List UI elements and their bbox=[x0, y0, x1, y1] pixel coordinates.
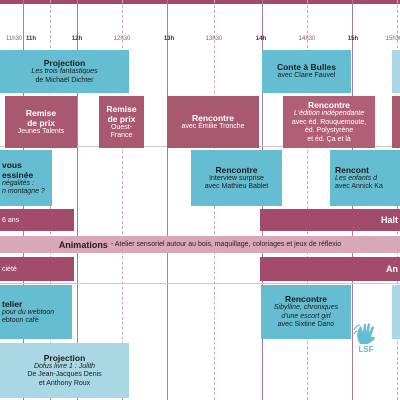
event-projection-trois-fantastiques[interactable]: Projection Les trois fantastiques de Mic… bbox=[0, 50, 129, 93]
event-detail: ebtoon café bbox=[2, 317, 39, 324]
event-title: Rencontre bbox=[191, 112, 235, 123]
tick-label: 13h30 bbox=[205, 36, 223, 42]
band-title: Halt bbox=[380, 215, 398, 225]
event-title: Conte à Bulles bbox=[276, 62, 337, 73]
event-subtitle: n montagne ? bbox=[2, 188, 45, 195]
event-title: Rencontre bbox=[284, 294, 328, 305]
tick-label: 11h30 bbox=[6, 36, 23, 42]
event-detail: avec éd. Rouquemoute, bbox=[291, 118, 367, 126]
animations-title: Animations bbox=[58, 239, 108, 250]
tick-label: 15h30 bbox=[385, 36, 400, 42]
band-halte[interactable]: Halt bbox=[260, 209, 400, 231]
event-subtitle: négalités : bbox=[2, 179, 34, 187]
event-edge-block[interactable] bbox=[392, 96, 400, 148]
event-rencontre-mathieu-bablet[interactable]: Rencontre Interview surprise avec Mathie… bbox=[191, 150, 282, 206]
event-detail: Jeunes Talents bbox=[17, 127, 65, 135]
event-title: Rencontre bbox=[215, 164, 258, 175]
event-subtitle: Les enfants d bbox=[335, 174, 378, 182]
hour-gridline bbox=[167, 0, 168, 400]
event-title: Remise bbox=[25, 107, 57, 118]
event-detail: De Jean-Jacques Denis bbox=[27, 371, 102, 379]
sign-language-icon: LSF bbox=[353, 323, 375, 354]
event-detail: avec Mathieu Bablet bbox=[204, 183, 269, 190]
event-detail: Ouest- bbox=[110, 123, 132, 131]
event-rencontre-sixtine-dano[interactable]: Rencontre Sibylline, chroniques d'une es… bbox=[261, 285, 351, 339]
tick-label: 12h30 bbox=[113, 36, 131, 42]
top-border bbox=[0, 0, 400, 4]
band-title: An bbox=[386, 264, 398, 274]
event-title: Projection bbox=[43, 58, 86, 68]
event-remise-ouest-france[interactable]: Remise de prix Ouest- France bbox=[99, 96, 144, 148]
event-detail: avec Annick Ka bbox=[335, 183, 383, 190]
event-detail: et Anthony Roux bbox=[38, 379, 91, 387]
event-subtitle: pour du webtoon bbox=[2, 308, 55, 316]
hour-gridline bbox=[77, 0, 78, 400]
tick-label: 12h bbox=[71, 36, 83, 42]
event-detail: et éd. Ça et là bbox=[307, 135, 351, 143]
band-label: ciété bbox=[2, 265, 17, 273]
event-detail: avec Claire Fauvel bbox=[277, 72, 336, 80]
band-ans[interactable]: 6 ans bbox=[0, 209, 74, 231]
event-title: Rencontre bbox=[307, 100, 351, 110]
event-title: de prix bbox=[27, 117, 55, 128]
event-conte-a-bulles[interactable]: Conte à Bulles avec Claire Fauvel bbox=[262, 50, 351, 93]
tick-label: 13h bbox=[163, 36, 175, 42]
lsf-label: LSF bbox=[358, 345, 373, 354]
event-detail: avec Émilie Tronche bbox=[181, 122, 245, 130]
event-title: essinée bbox=[2, 169, 34, 180]
event-subtitle: L'édition indépendante bbox=[293, 110, 365, 117]
event-edge-block[interactable] bbox=[392, 285, 400, 339]
tick-label: 14h bbox=[255, 36, 267, 42]
tick-label: 11h bbox=[25, 36, 37, 42]
event-title: Projection bbox=[43, 352, 86, 363]
event-remise-jeunes-talents[interactable]: Remise de prix Jeunes Talents bbox=[5, 96, 77, 148]
half-hour-gridline bbox=[122, 0, 123, 400]
event-subtitle: Sibylline, chroniques bbox=[273, 304, 339, 312]
event-subtitle: d'une escort girl bbox=[281, 312, 331, 320]
tick-label: 15h bbox=[347, 36, 359, 42]
event-subtitle: Dofus livre 1 : Julith bbox=[33, 362, 96, 370]
animations-band[interactable]: Animations - Atelier sensoriel autour au… bbox=[0, 236, 400, 253]
event-detail: avec Sixtine Dano bbox=[277, 321, 335, 329]
event-rencontre-edition-independante[interactable]: Rencontre L'édition indépendante avec éd… bbox=[283, 96, 375, 148]
event-title: telier bbox=[2, 298, 23, 309]
event-detail: Interview surprise bbox=[209, 174, 264, 182]
event-rencontre-annick[interactable]: Rencont Les enfants d avec Annick Ka bbox=[330, 150, 400, 206]
event-vous-dessinee[interactable]: vous essinée négalités : n montagne ? bbox=[0, 150, 52, 206]
band-societe[interactable]: ciété bbox=[0, 257, 74, 281]
event-detail: de Michaël Dichter bbox=[35, 76, 94, 84]
band-label: 6 ans bbox=[2, 216, 20, 224]
event-detail: éd. Polystyrène bbox=[304, 127, 354, 134]
event-title: de prix bbox=[107, 113, 136, 124]
event-title: Remise bbox=[106, 103, 137, 114]
half-hour-gridline bbox=[307, 0, 308, 400]
event-title: Rencont bbox=[335, 164, 369, 175]
event-projection-dofus[interactable]: Projection Dofus livre 1 : Julith De Jea… bbox=[0, 343, 129, 398]
event-atelier-webtoon[interactable]: telier pour du webtoon ebtoon café bbox=[0, 285, 72, 339]
animations-text: - Atelier sensoriel autour au bois, maqu… bbox=[110, 241, 342, 248]
row-divider bbox=[0, 283, 400, 284]
event-subtitle: Les trois fantastiques bbox=[31, 68, 98, 75]
event-detail: France bbox=[110, 132, 133, 139]
tick-label: 14h30 bbox=[298, 36, 316, 42]
band-animations-right[interactable]: An bbox=[260, 257, 400, 281]
event-edge-block[interactable] bbox=[392, 50, 400, 93]
event-title: vous bbox=[2, 159, 22, 170]
event-rencontre-emilie-tronche[interactable]: Rencontre avec Émilie Tronche bbox=[167, 96, 259, 148]
